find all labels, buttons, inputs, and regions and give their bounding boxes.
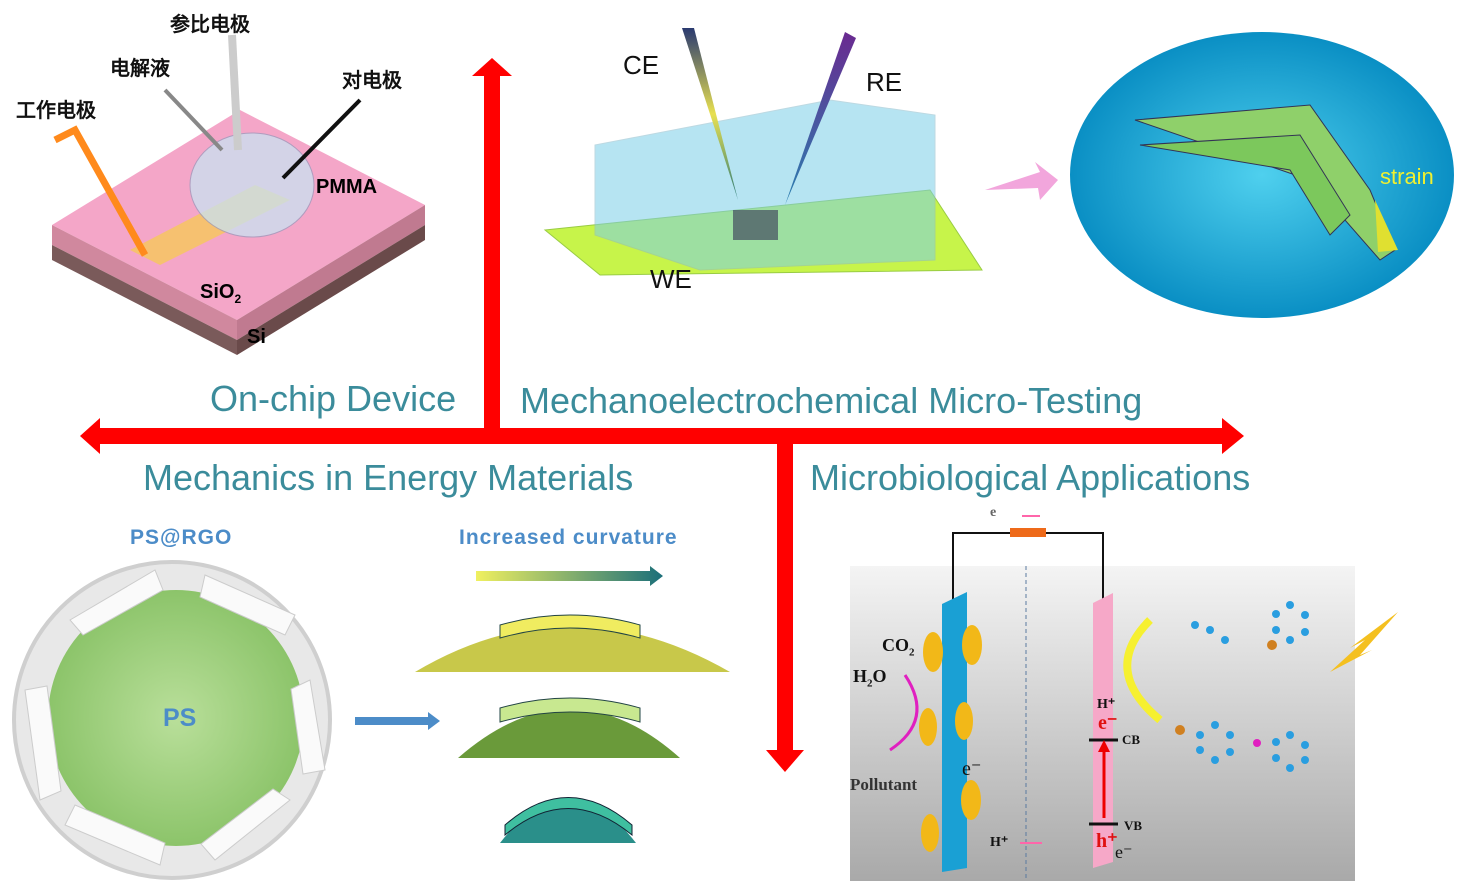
strain-water-illustration (1070, 32, 1454, 318)
label-ps: PS (163, 704, 197, 732)
label-si: Si (247, 326, 266, 348)
label-h2o: H2O (853, 666, 887, 690)
label-hole: h⁺ (1096, 830, 1118, 852)
section-title-on-chip-device: On-chip Device (210, 378, 457, 419)
photocatalysis-illustration (850, 515, 1398, 881)
label-vb: VB (1124, 818, 1143, 833)
label-ce: CE (623, 50, 660, 80)
label-cb: CB (1122, 732, 1141, 747)
label-sio2: SiO2 (200, 281, 242, 306)
label-strain: strain (1380, 164, 1434, 189)
label-increased-curvature: Increased curvature (459, 526, 678, 549)
label-proton: H⁺ (1097, 697, 1116, 712)
section-title-micro-testing: Mechanoelectrochemical Micro-Testing (520, 380, 1143, 421)
label-pollutant: Pollutant (850, 775, 918, 794)
label-electron-top: e (990, 505, 997, 520)
label-proton-bottom: H⁺ (990, 835, 1009, 850)
ps-rgo-illustration (12, 560, 730, 880)
label-electrolyte: 电解液 (110, 56, 170, 80)
label-we: WE (650, 264, 692, 294)
section-title-microbiological: Microbiological Applications (810, 457, 1251, 498)
label-ps-rgo: PS@RGO (130, 526, 233, 549)
label-reference-electrode: 参比电极 (170, 12, 250, 36)
micro-testing-illustration (543, 28, 1058, 276)
label-working-electrode: 工作电极 (16, 98, 96, 122)
label-counter-electrode: 对电极 (342, 68, 402, 92)
label-pmma: PMMA (316, 176, 378, 198)
label-electron-bottom: e⁻ (1115, 842, 1133, 862)
axis-arrows (80, 58, 1244, 772)
label-electron-cb: e⁻ (1098, 712, 1118, 734)
label-co2: CO2 (882, 635, 915, 659)
label-re: RE (866, 67, 903, 97)
section-title-energy-materials: Mechanics in Energy Materials (143, 457, 634, 498)
on-chip-device-illustration (52, 34, 425, 355)
label-electron: e⁻ (962, 758, 982, 780)
